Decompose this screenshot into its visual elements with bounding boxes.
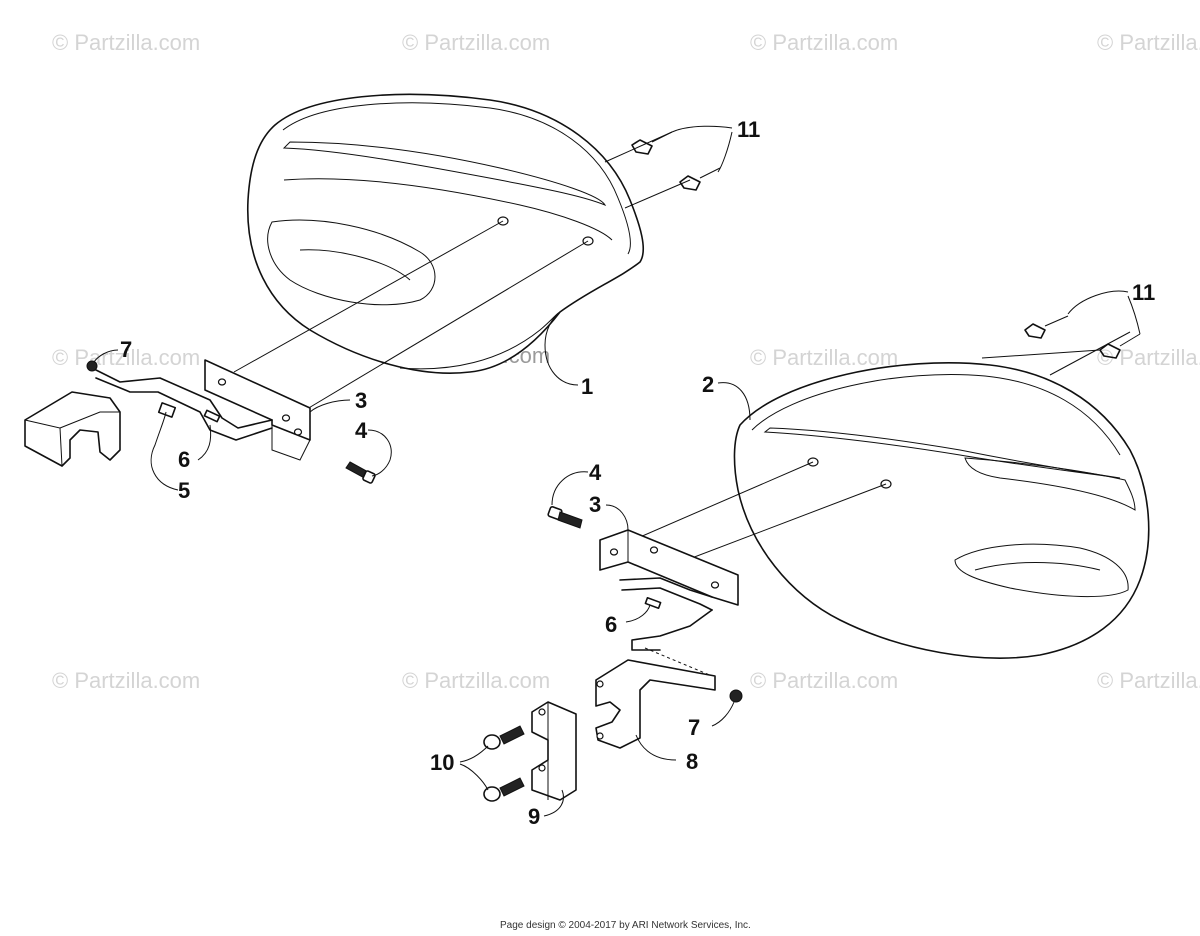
left-handguard-shell	[246, 93, 644, 374]
callout-2: 2	[702, 372, 714, 397]
left-clamp	[24, 391, 177, 467]
right-nut	[729, 689, 743, 703]
callout-6: 6	[605, 612, 617, 637]
clamp-cap	[531, 701, 577, 801]
callout-11: 11	[1132, 280, 1155, 305]
callout-3: 3	[589, 492, 601, 517]
callout-3: 3	[355, 388, 367, 413]
bolts	[483, 725, 525, 802]
left-screw	[345, 461, 376, 484]
right-screw	[547, 506, 583, 529]
watermark: © Partzilla.com	[750, 345, 898, 370]
assembly-lines	[233, 131, 1131, 573]
callout-4: 4	[355, 418, 368, 443]
left-arm	[91, 367, 273, 441]
rivets-top	[631, 131, 721, 191]
right-arm	[619, 577, 713, 677]
callout-6: 6	[178, 447, 190, 472]
callout-labels: 11 11 1 2 3 4 6 5 7 4 3 6 7 8 9 10	[120, 117, 1155, 829]
watermark: © Partzilla.com	[1097, 30, 1200, 55]
right-handguard-shell	[733, 362, 1150, 659]
left-bracket	[204, 359, 311, 461]
left-nut	[86, 360, 98, 372]
callout-7: 7	[688, 715, 700, 740]
callout-5: 5	[178, 478, 190, 503]
callout-4: 4	[589, 460, 602, 485]
callout-8: 8	[686, 749, 698, 774]
watermark: © Partzilla.com	[52, 668, 200, 693]
watermark: © Partzilla.com	[1097, 668, 1200, 693]
callout-10: 10	[430, 750, 454, 775]
callout-7: 7	[120, 337, 132, 362]
watermark-layer: © Partzilla.com © Partzilla.com © Partzi…	[52, 30, 1200, 693]
watermark: © Partzilla.com	[750, 668, 898, 693]
rivets-right	[1024, 315, 1141, 359]
right-bracket	[599, 529, 739, 606]
watermark: © Partzilla.com	[402, 668, 550, 693]
watermark: © Partzilla.com	[402, 30, 550, 55]
watermark: © Partzilla.com	[52, 345, 200, 370]
watermark: © Partzilla.com	[750, 30, 898, 55]
footer-copyright: Page design © 2004-2017 by ARI Network S…	[500, 920, 751, 931]
right-clamp-body	[595, 659, 716, 749]
leader-lines	[93, 125, 1141, 817]
callout-11: 11	[737, 117, 760, 142]
watermark: © Partzilla.com	[52, 30, 200, 55]
callout-1: 1	[581, 374, 593, 399]
callout-9: 9	[528, 804, 540, 829]
